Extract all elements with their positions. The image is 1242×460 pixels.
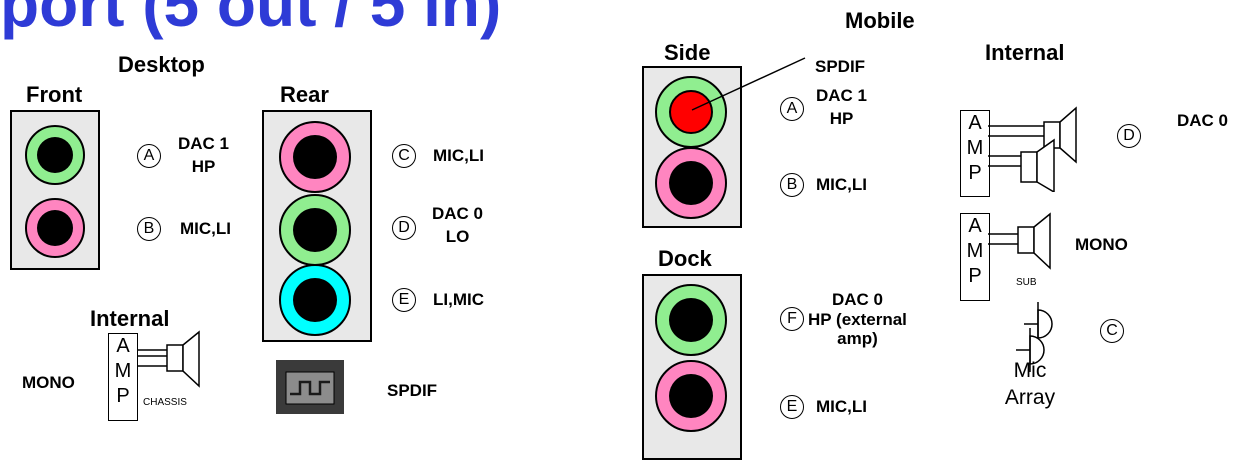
side-heading: Side bbox=[664, 40, 711, 65]
side-label-b: MIC,LI bbox=[816, 175, 867, 194]
front-label-b: MIC,LI bbox=[180, 219, 231, 238]
rear-letter-e: E bbox=[392, 288, 416, 312]
mobile-mono-label: MONO bbox=[1075, 235, 1128, 254]
rear-label-d-text: DAC 0 LO bbox=[432, 204, 484, 246]
desktop-amp-letter-m: M bbox=[114, 360, 132, 382]
desktop-spdif-label: SPDIF bbox=[387, 381, 438, 400]
front-jack-a bbox=[25, 125, 85, 185]
desktop-internal-heading: Internal bbox=[90, 306, 170, 331]
rear-jack-d bbox=[279, 194, 351, 266]
front-letter-b: B bbox=[137, 217, 161, 241]
mobile-amp1-letter-p: P bbox=[968, 162, 982, 184]
desktop-amp: A M P bbox=[108, 333, 138, 421]
mobile-heading: Mobile bbox=[845, 8, 915, 33]
rear-jack-c bbox=[279, 121, 351, 193]
mobile-dac0-label: DAC 0 bbox=[1177, 111, 1229, 130]
mobile-letter-d: D bbox=[1117, 124, 1141, 148]
mobile-amp1-letter-m: M bbox=[966, 137, 984, 159]
sub-caption: SUB bbox=[1016, 277, 1037, 288]
side-letter-a: A bbox=[780, 97, 804, 121]
rear-label-e: LI,MIC bbox=[433, 290, 484, 309]
dock-jack-f bbox=[655, 284, 727, 356]
mobile-internal-heading: Internal bbox=[985, 40, 1065, 65]
mobile-amp2-letter-a: A bbox=[968, 215, 982, 237]
rear-heading: Rear bbox=[280, 82, 329, 107]
rear-letter-c: C bbox=[392, 144, 416, 168]
page-title: port (5 out / 5 in) bbox=[0, 0, 502, 40]
desktop-speaker-icon bbox=[137, 330, 207, 392]
dock-label-e: MIC,LI bbox=[816, 397, 867, 416]
dock-letter-f: F bbox=[780, 307, 804, 331]
rear-label-c: MIC,LI bbox=[433, 146, 484, 165]
front-label-a-text: DAC 1 HP bbox=[178, 134, 230, 176]
dock-letter-e: E bbox=[780, 395, 804, 419]
stereo-speakers-icon bbox=[988, 100, 1088, 192]
dock-label-f-text: DAC 0 HP (external amp) bbox=[808, 290, 907, 349]
rear-label-d: DAC 0 LO bbox=[432, 203, 483, 249]
mic-array-icon bbox=[1010, 298, 1070, 378]
front-jack-b bbox=[25, 198, 85, 258]
rear-jack-e bbox=[279, 264, 351, 336]
mobile-amp2-letter-m: M bbox=[966, 240, 984, 262]
rear-letter-d: D bbox=[392, 216, 416, 240]
desktop-mono-label: MONO bbox=[22, 373, 75, 392]
mobile-amp2-letter-p: P bbox=[968, 265, 982, 287]
spdif-port-icon bbox=[276, 360, 344, 414]
mobile-amp1-letter-a: A bbox=[968, 112, 982, 134]
desktop-amp-letter-p: P bbox=[116, 385, 130, 407]
chassis-caption: CHASSIS bbox=[143, 397, 187, 408]
dock-jack-e bbox=[655, 360, 727, 432]
side-letter-b: B bbox=[780, 173, 804, 197]
mobile-amp-1: A M P bbox=[960, 110, 990, 197]
front-label-a: DAC 1 HP bbox=[178, 133, 229, 179]
desktop-amp-letter-a: A bbox=[116, 335, 130, 357]
dock-heading: Dock bbox=[658, 246, 712, 271]
mic-array-label-text: Mic Array bbox=[1004, 359, 1056, 409]
dock-label-f: DAC 0 HP (external amp) bbox=[808, 290, 907, 349]
side-label-a-text: DAC 1 HP bbox=[816, 86, 868, 128]
desktop-heading: Desktop bbox=[118, 52, 205, 77]
mono-speaker-icon bbox=[988, 210, 1058, 272]
side-jack-a bbox=[655, 76, 727, 148]
side-label-a: DAC 1 HP bbox=[816, 85, 867, 131]
mobile-letter-c: C bbox=[1100, 319, 1124, 343]
front-heading: Front bbox=[26, 82, 83, 107]
front-letter-a: A bbox=[137, 144, 161, 168]
mobile-amp-2: A M P bbox=[960, 213, 990, 301]
side-spdif-label: SPDIF bbox=[815, 57, 866, 76]
mic-array-label: Mic Array bbox=[1000, 358, 1060, 412]
side-jack-b bbox=[655, 147, 727, 219]
